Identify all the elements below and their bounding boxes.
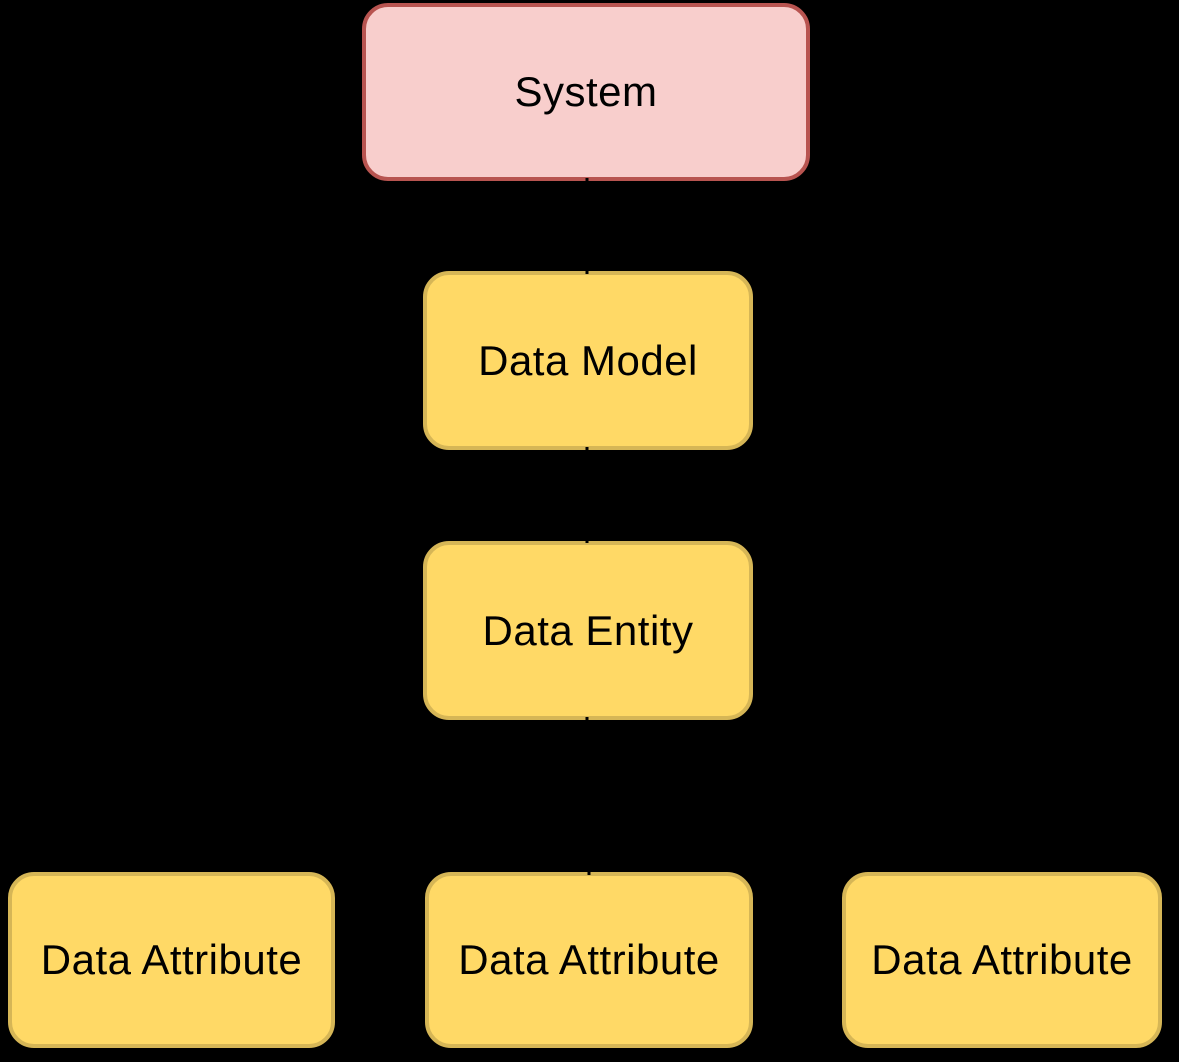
node-data-attribute-2-label: Data Attribute bbox=[458, 936, 720, 983]
connector-data-entity-to-data-attribute-2 bbox=[585, 717, 591, 875]
connector-data-entity-to-data-attribute-1 bbox=[169, 717, 589, 872]
node-system-label: System bbox=[514, 68, 658, 115]
node-data-attribute-1-label: Data Attribute bbox=[40, 936, 303, 983]
node-data-entity-label: Data Entity bbox=[482, 606, 694, 654]
node-data-attribute-2[interactable]: Data Attribute bbox=[425, 872, 753, 1048]
node-data-entity[interactable]: Data Entity bbox=[423, 541, 753, 720]
node-data-attribute-3[interactable]: Data Attribute bbox=[842, 872, 1162, 1048]
node-data-attribute-1[interactable]: Data Attribute bbox=[8, 872, 335, 1048]
node-data-model-label: Data Model bbox=[478, 336, 698, 384]
connector-data-entity-to-data-attribute-3 bbox=[585, 717, 1004, 872]
node-system[interactable]: System bbox=[362, 3, 810, 181]
node-data-attribute-3-label: Data Attribute bbox=[871, 936, 1133, 983]
node-data-model[interactable]: Data Model bbox=[423, 271, 753, 450]
